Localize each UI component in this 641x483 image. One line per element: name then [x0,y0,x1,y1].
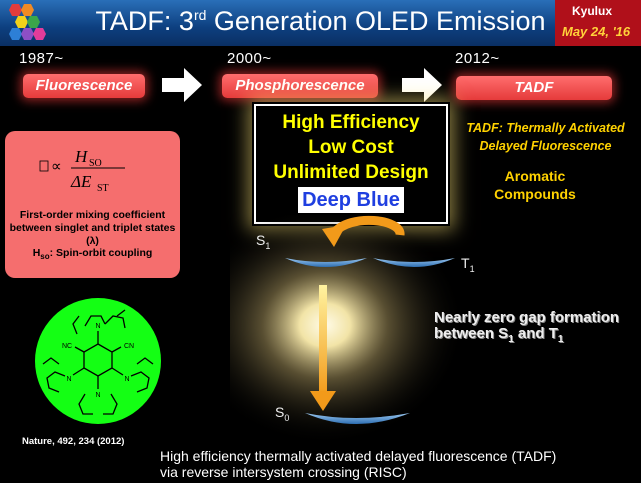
feature-deep-blue: Deep Blue [298,187,404,213]
era-phosphorescence: Phosphorescence [222,74,378,98]
s1-label: S1 [256,232,271,251]
year-1987: 1987~ [19,50,64,67]
emission-arrow-shaft [319,285,327,395]
arrow-right-icon [162,68,202,102]
mixing-coefficient-formula: ∝ H SO ΔE ST [39,147,125,193]
svg-text:NC: NC [62,343,72,350]
numerator: H [74,147,89,166]
risc-energy-diagram [230,215,465,445]
feature-low-cost: Low Cost [308,137,394,158]
svg-text:N: N [124,376,129,383]
year-2012: 2012~ [455,50,500,67]
lambda-placeholder-icon [39,160,49,172]
svg-text:N: N [95,392,100,399]
feature-high-efficiency: High Efficiency [282,112,420,133]
era-fluorescence: Fluorescence [23,74,145,98]
citation: Nature, 492, 234 (2012) [22,436,125,447]
risc-description: High efficiency thermally activated dela… [160,448,640,480]
formula-caption: First-order mixing coefficient between s… [9,209,176,247]
arrow-right-icon [402,68,442,102]
era-tadf: TADF [456,76,612,100]
brand-name: Kyulux [572,4,613,18]
formula-note: Hso: Spin-orbit coupling [32,247,153,262]
4czipn-molecule-structure: N N N N NC CN [42,309,154,415]
svg-text:N: N [66,376,71,383]
risc-description-line1: High efficiency thermally activated dela… [160,448,557,464]
s0-level [305,413,410,424]
risc-description-line2: via reverse intersystem crossing (RISC) [160,464,407,480]
tadf-definition: TADF: Thermally Activated Delayed Fluore… [466,121,625,153]
year-2000: 2000~ [227,50,272,67]
emission-arrow-head-icon [310,391,336,411]
emission-glow [230,215,465,445]
title-bar [0,0,641,46]
denominator: ΔE [70,172,92,191]
feature-unlimited-design: Unlimited Design [273,162,429,183]
molecule-circle: N N N N NC CN [35,298,161,424]
s1-level [285,258,367,267]
hexagon-logo-icon [9,4,46,40]
formula-box: ∝ H SO ΔE ST First-order mixing coeffici… [5,131,180,278]
svg-text:∝: ∝ [51,159,62,175]
numerator-sub: SO [89,158,102,169]
s0-label: S0 [275,404,290,423]
presentation-date: May 24, '16 [562,24,631,39]
slide-title: TADF: 3rd Generation OLED Emission [95,6,546,36]
denominator-sub: ST [97,183,109,193]
t1-level [373,258,455,267]
svg-text:N: N [95,323,100,330]
aromatic-compounds: Aromatic Compounds [494,168,576,202]
features-box: High Efficiency Low Cost Unlimited Desig… [254,104,448,224]
t1-label: T1 [461,255,475,274]
svg-text:CN: CN [124,343,134,350]
brand-badge [555,0,641,46]
